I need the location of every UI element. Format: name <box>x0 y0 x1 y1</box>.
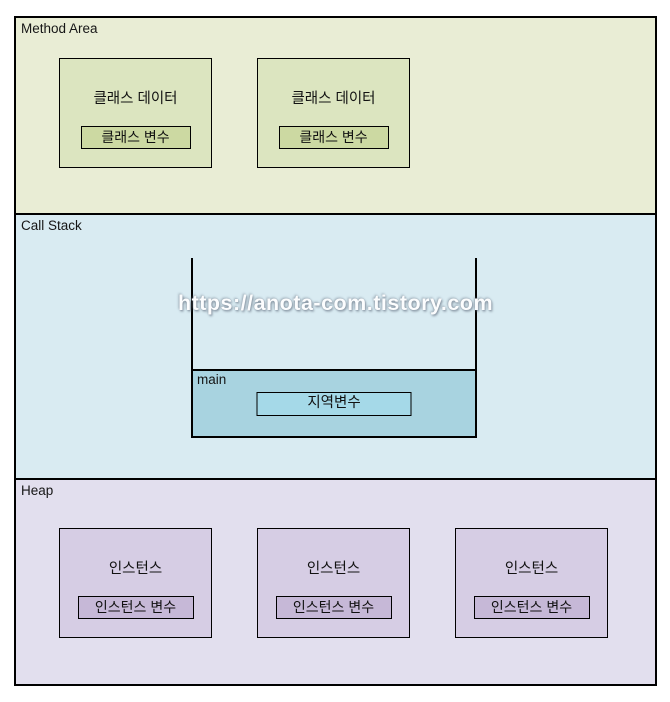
call-stack-section: Call Stack https://anota-com.tistory.com… <box>16 215 655 480</box>
class-data-box-1: 클래스 데이터 클래스 변수 <box>59 58 212 168</box>
heap-label: Heap <box>21 483 54 498</box>
method-area-section: Method Area 클래스 데이터 클래스 변수 클래스 데이터 클래스 변… <box>16 18 655 215</box>
instance-box-3: 인스턴스 인스턴스 변수 <box>455 528 608 638</box>
class-data-box-2: 클래스 데이터 클래스 변수 <box>257 58 410 168</box>
stack-frame-main: main 지역변수 <box>191 369 477 438</box>
main-frame-label: main <box>197 372 227 387</box>
instance-title: 인스턴스 <box>504 561 559 577</box>
instance-box-2: 인스턴스 인스턴스 변수 <box>257 528 410 638</box>
method-area-label: Method Area <box>21 21 98 36</box>
call-stack-label: Call Stack <box>21 218 82 233</box>
class-variable-box: 클래스 변수 <box>80 126 191 149</box>
instance-title: 인스턴스 <box>108 561 163 577</box>
instance-variable-box: 인스턴스 변수 <box>473 596 590 619</box>
instance-box-1: 인스턴스 인스턴스 변수 <box>59 528 212 638</box>
watermark-text: https://anota-com.tistory.com <box>177 291 494 315</box>
class-data-title: 클래스 데이터 <box>93 91 178 107</box>
class-variable-box: 클래스 변수 <box>278 126 389 149</box>
instance-variable-box: 인스턴스 변수 <box>275 596 392 619</box>
class-data-title: 클래스 데이터 <box>291 91 376 107</box>
instance-title: 인스턴스 <box>306 561 361 577</box>
jvm-memory-diagram: Method Area 클래스 데이터 클래스 변수 클래스 데이터 클래스 변… <box>14 16 657 686</box>
stack-container-walls <box>191 258 477 370</box>
local-variable-box: 지역변수 <box>256 392 412 416</box>
instance-variable-box: 인스턴스 변수 <box>77 596 194 619</box>
heap-section: Heap 인스턴스 인스턴스 변수 인스턴스 인스턴스 변수 인스턴스 인스턴스… <box>16 480 655 684</box>
